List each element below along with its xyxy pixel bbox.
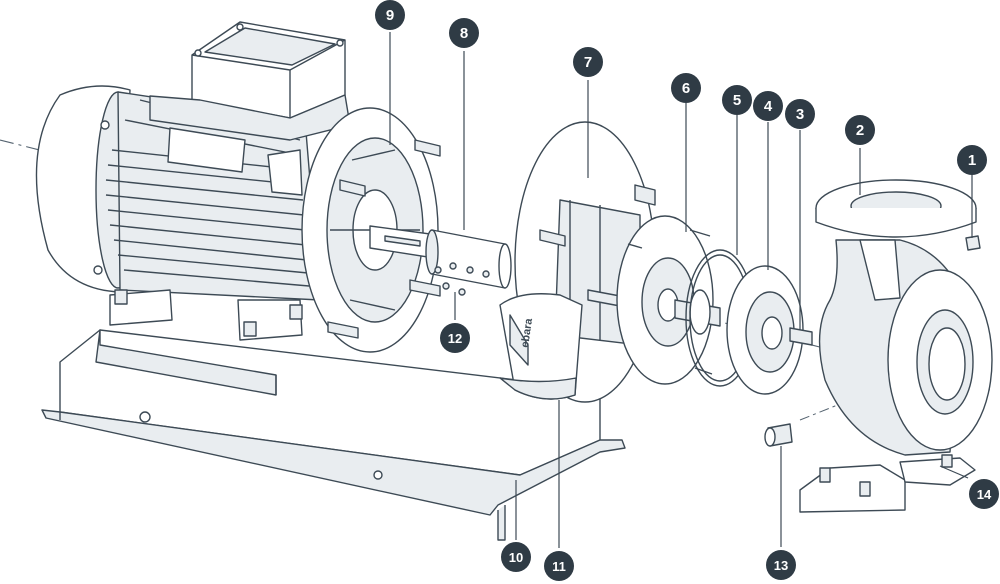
callout-badge-13: 13 [766, 550, 796, 580]
callout-circle [501, 542, 531, 572]
casing-cover [616, 215, 714, 385]
callout-badge-6: 6 [671, 73, 701, 103]
callout-number: 13 [774, 558, 788, 573]
callout-circle [845, 115, 875, 145]
impeller [726, 265, 804, 395]
callout-circle [766, 550, 796, 580]
callout-circle [957, 145, 987, 175]
callout-number: 3 [796, 106, 804, 123]
motor-foot-bolts [114, 289, 303, 337]
callout-number: 1 [968, 152, 976, 169]
callout-number: 4 [764, 98, 773, 115]
callout-badge-3: 3 [785, 99, 815, 129]
motor [35, 21, 351, 341]
callout-number: 5 [733, 92, 741, 109]
callout-circle [671, 73, 701, 103]
impeller-nut [789, 327, 813, 346]
coupling-guard-logo: ebara [519, 317, 535, 349]
callout-badge-12: 12 [440, 323, 470, 353]
callout-badge-9: 9 [375, 0, 405, 30]
flange-studs [327, 139, 441, 339]
callout-circle [544, 551, 574, 581]
callout-number: 14 [977, 487, 992, 502]
callout-number: 2 [856, 122, 864, 139]
set-screws [434, 262, 490, 296]
callout-number: 10 [509, 550, 523, 565]
callout-circle [440, 323, 470, 353]
callout-badge-1: 1 [957, 145, 987, 175]
coupling-guard [499, 293, 583, 400]
drain-plug [764, 423, 793, 447]
baseplate [41, 329, 626, 541]
callout-badge-5: 5 [722, 85, 752, 115]
callout-badge-10: 10 [501, 542, 531, 572]
callout-number: 9 [386, 7, 394, 24]
callout-number: 11 [552, 559, 566, 574]
callout-badge-11: 11 [544, 551, 574, 581]
callout-number: 6 [682, 80, 690, 97]
callout-circle [785, 99, 815, 129]
pump-casing [799, 179, 993, 513]
callout-badge-14: 14 [969, 479, 999, 509]
callout-number: 7 [584, 54, 592, 71]
callout-badge-2: 2 [845, 115, 875, 145]
leader-lines [389, 32, 973, 548]
callout-circle [722, 85, 752, 115]
callout-number: 12 [448, 331, 462, 346]
callout-circle [375, 0, 405, 30]
callout-badge-7: 7 [573, 47, 603, 77]
callout-circle [969, 479, 999, 509]
callout-circle [573, 47, 603, 77]
callout-circle [753, 91, 783, 121]
callout-badge-8: 8 [449, 18, 479, 48]
shaft-coupling [425, 229, 512, 289]
vent-plug [965, 235, 981, 251]
callout-circle [449, 18, 479, 48]
callout-badge-4: 4 [753, 91, 783, 121]
callout-number: 8 [460, 25, 468, 42]
